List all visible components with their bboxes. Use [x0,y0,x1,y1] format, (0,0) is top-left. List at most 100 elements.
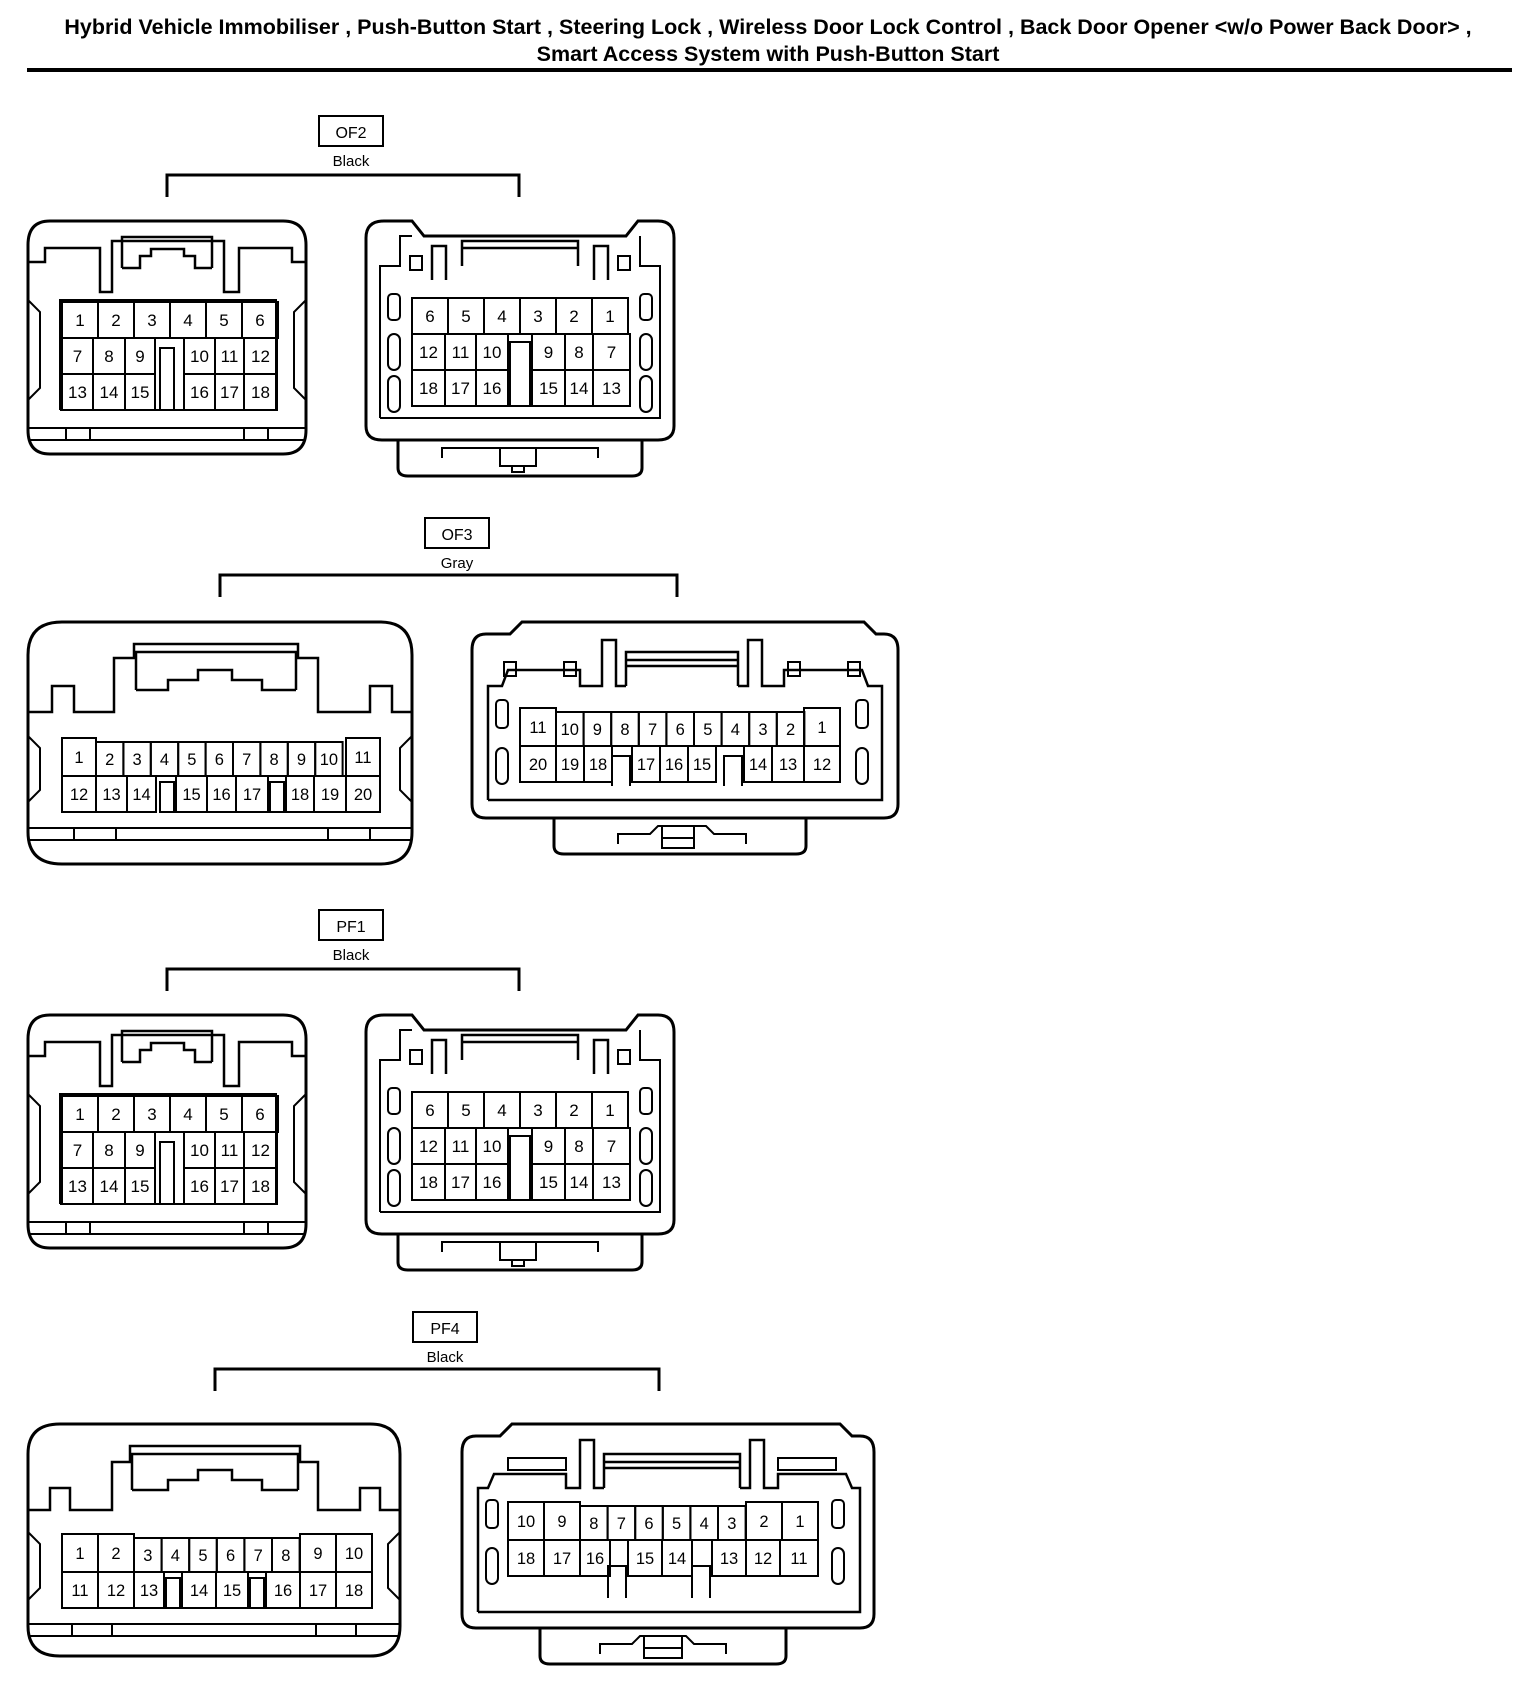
key-slot [509,341,531,407]
pin-number: 17 [309,1582,327,1600]
indicator-right [617,1049,631,1065]
indicator [787,661,801,677]
pin-number: 16 [190,383,209,402]
pin-number: 12 [251,1141,270,1160]
pin-number: 15 [693,756,711,774]
top-ribs [430,239,610,280]
pin-number: 4 [183,311,192,330]
pin-cell [803,745,841,783]
pin-number: 7 [607,1137,616,1156]
side-slot [387,375,401,413]
housing-top-outline [28,239,306,294]
pin-number: 2 [569,307,578,326]
locking-latch [120,1029,214,1064]
pin-number: 6 [226,1547,235,1565]
pin-number: 1 [75,311,84,330]
connector-housing [470,620,900,820]
pin-number: 18 [251,383,270,402]
pin-cell [215,1571,249,1609]
key-slot [159,1141,175,1205]
top-ribs [430,1033,610,1074]
pin-number: 6 [425,1101,434,1120]
pin-number: 7 [607,343,616,362]
connector-id-box [318,115,384,147]
key-slots [165,1577,265,1609]
pin-cell [235,775,269,813]
pin-number: 3 [533,1101,542,1120]
pin-number: 1 [817,719,826,737]
pin-number: 12 [251,347,270,366]
pin-number: 7 [73,1141,82,1160]
pin-number: 3 [533,307,542,326]
pin-cell [687,745,717,783]
pin-number: 1 [75,1545,84,1563]
housing-skirt [396,440,644,478]
pin-number: 17 [243,786,261,804]
connector-id-box [318,909,384,941]
side-slot [387,1169,401,1207]
connector-color-label: Black [333,947,370,964]
pin-number: 13 [602,379,621,398]
pin-number: 11 [221,347,239,366]
connector-housing [364,1013,676,1236]
pin-number: 11 [790,1550,807,1568]
pin-number: 10 [345,1545,363,1563]
pin-cell [579,1539,611,1577]
connector-housing [364,219,676,442]
housing-bottom-rails [28,427,306,441]
pin-cell [243,1167,278,1205]
pin-number: 5 [219,311,228,330]
side-slot [387,1087,401,1115]
key-slots [159,781,285,813]
pin-number: 12 [70,786,88,804]
pin-number: 15 [223,1582,241,1600]
indicator-bar [777,1457,837,1471]
pin-number: 18 [589,756,607,774]
pin-number: 6 [255,311,264,330]
pin-number: 13 [102,786,120,804]
pin-number: 7 [242,751,251,769]
pin-number: 9 [557,1513,566,1531]
side-slot [831,1499,845,1529]
pin-number: 13 [140,1582,158,1600]
pin-cell [124,1167,156,1205]
housing-skirt [552,818,808,856]
pin-number: 15 [539,1173,558,1192]
pin-number: 17 [451,1173,470,1192]
pin-number: 15 [539,379,558,398]
pin-number: 8 [620,721,629,739]
skirt-latch [599,1635,727,1659]
housing-top-outline [28,1033,306,1088]
pin-cell [133,1571,165,1609]
top-ribs [602,1452,742,1488]
connector-id-label: OF3 [441,527,472,544]
connector-bracket [213,1367,661,1391]
connector-id-box [424,517,490,549]
locking-latch [130,1452,300,1492]
indicator [503,661,517,677]
key-slot [509,1135,531,1201]
pin-cell [592,369,631,407]
pin-number: 11 [221,1141,239,1160]
side-slot [639,1169,653,1207]
pin-number: 6 [676,721,685,739]
pin-number: 3 [133,751,142,769]
pin-number: 2 [569,1101,578,1120]
pin-number: 10 [561,721,579,739]
indicator-right [617,255,631,271]
pin-number: 1 [605,307,614,326]
pin-number: 12 [419,1137,438,1156]
pin-number: 12 [754,1550,772,1568]
pin-number: 9 [313,1545,322,1563]
